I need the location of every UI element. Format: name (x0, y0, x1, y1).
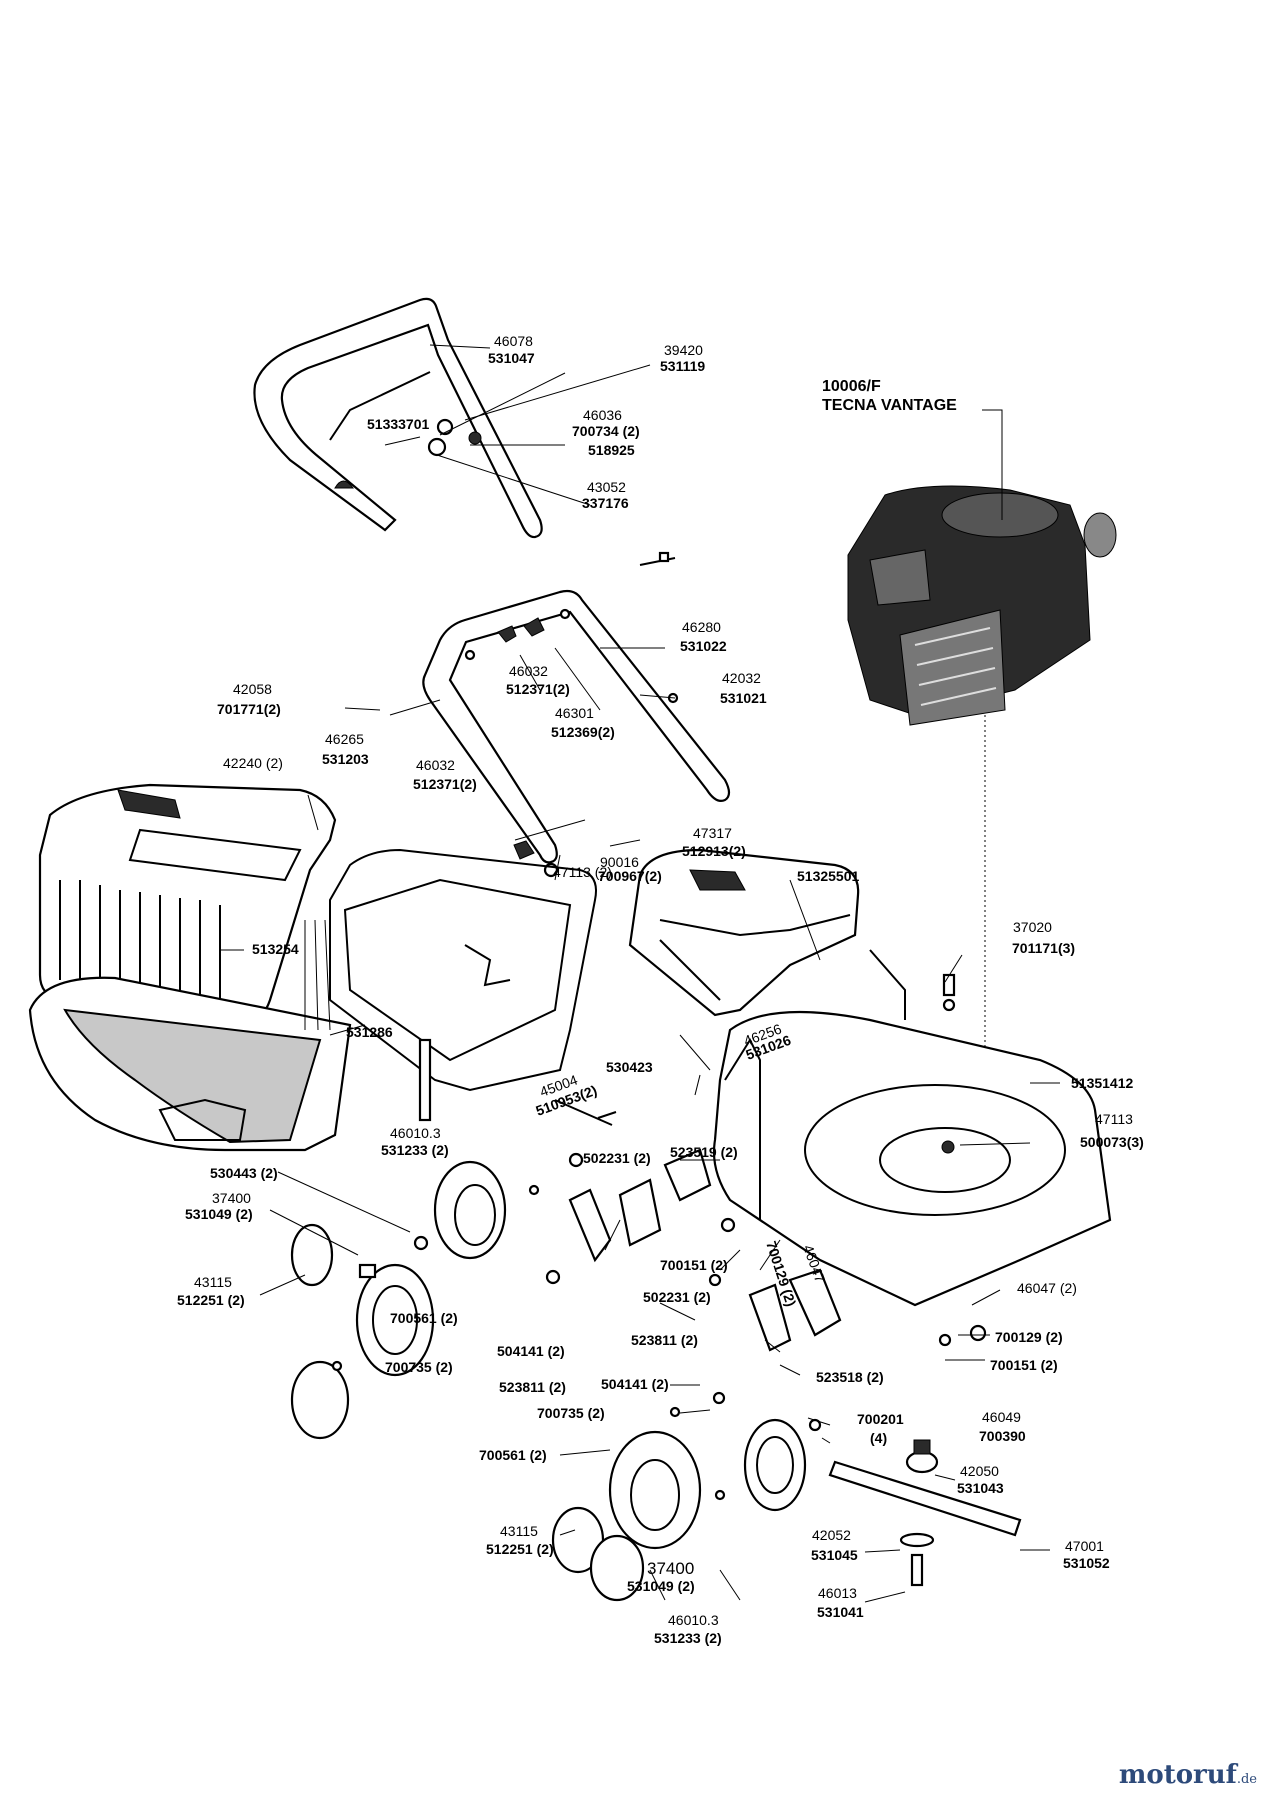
label-42240: 42240 (2) (223, 755, 283, 771)
label-42050: 42050 (960, 1463, 999, 1479)
label-700201: 700201 (857, 1411, 904, 1427)
label-46265: 46265 (325, 731, 364, 747)
upper-handle-drawing (253, 297, 543, 539)
label-531043: 531043 (957, 1480, 1004, 1496)
label-37020: 37020 (1013, 919, 1052, 935)
label-42052: 42052 (812, 1527, 851, 1543)
label-531047: 531047 (488, 350, 535, 366)
label-523811b: 523811 (2) (499, 1379, 566, 1395)
label-523519: 523519 (2) (670, 1144, 738, 1160)
label-51325501: 51325501 (797, 868, 860, 884)
label-46013: 46013 (818, 1585, 857, 1601)
label-700151a: 700151 (2) (660, 1257, 728, 1273)
engine-name: TECNA VANTAGE (822, 397, 957, 414)
label-504141a: 504141 (2) (497, 1343, 565, 1359)
label-500073: 500073(3) (1080, 1134, 1144, 1150)
grassbox-frame-drawing (329, 848, 597, 1122)
label-523811a: 523811 (2) (631, 1332, 698, 1348)
label-512913: 512913(2) (682, 843, 746, 859)
engine-drawing (847, 485, 1117, 1120)
label-51333701: 51333701 (367, 416, 430, 432)
label-46280: 46280 (682, 619, 721, 635)
watermark-logo: motoruf.de (1119, 1760, 1257, 1790)
label-700151b: 700151 (2) (990, 1357, 1058, 1373)
label-518925: 518925 (588, 442, 635, 458)
label-46010a: 46010.3 (390, 1125, 441, 1141)
height-adjusters-drawing (568, 1148, 842, 1352)
label-513254: 513254 (252, 941, 299, 957)
label-701171: 701171(3) (1012, 940, 1075, 956)
label-700735b: 700735 (2) (537, 1405, 605, 1421)
label-47113a: 47113 (2) (553, 864, 612, 880)
label-42058: 42058 (233, 681, 272, 697)
label-39420: 39420 (664, 342, 703, 358)
label-531119: 531119 (660, 358, 705, 374)
label-523518: 523518 (2) (816, 1369, 884, 1385)
label-531022: 531022 (680, 638, 727, 654)
label-504141b: 504141 (2) (601, 1376, 669, 1392)
label-47113b: 47113 (1095, 1111, 1133, 1127)
blade-drawing (828, 1439, 1022, 1587)
label-512251a: 512251 (2) (177, 1292, 245, 1308)
deck-drawing (712, 949, 1112, 1307)
label-43115a: 43115 (194, 1274, 232, 1290)
label-700735a: 700735 (2) (385, 1359, 453, 1375)
label-47317: 47317 (693, 825, 732, 841)
label-531052: 531052 (1063, 1555, 1110, 1571)
watermark-tld: .de (1236, 1772, 1257, 1787)
label-512371a: 512371(2) (506, 681, 570, 697)
label-337176: 337176 (582, 495, 629, 511)
label-42032: 42032 (722, 670, 761, 686)
rear-wheels-drawing (290, 1160, 507, 1440)
grassbag-drawing (28, 919, 352, 1152)
label-700390: 700390 (979, 1428, 1026, 1444)
label-700201-qty: (4) (870, 1430, 887, 1446)
watermark-name: motoruf (1118, 1760, 1237, 1790)
label-46036: 46036 (583, 407, 622, 423)
label-700734: 700734 (2) (572, 423, 640, 439)
label-700129b: 700129 (2) (995, 1329, 1063, 1345)
engine-code: 10006/F (822, 378, 881, 395)
label-46047b: 46047 (2) (1017, 1280, 1077, 1296)
label-531233b: 531233 (2) (654, 1630, 722, 1646)
label-512371b: 512371(2) (413, 776, 477, 792)
label-46032a: 46032 (509, 663, 548, 679)
label-502231b: 502231 (2) (643, 1289, 711, 1305)
label-700561b: 700561 (2) (479, 1447, 547, 1463)
label-47001: 47001 (1065, 1538, 1104, 1554)
label-37400b: 37400 (647, 1559, 694, 1578)
label-531041: 531041 (817, 1604, 864, 1620)
label-701771: 701771(2) (217, 701, 281, 717)
label-531233a: 531233 (2) (381, 1142, 449, 1158)
label-700967: 700967(2) (598, 868, 662, 884)
small-parts-drawing (331, 437, 987, 1501)
label-46301: 46301 (555, 705, 594, 721)
label-512369: 512369(2) (551, 724, 615, 740)
label-530423: 530423 (606, 1059, 653, 1075)
label-531045: 531045 (811, 1547, 858, 1563)
label-530443: 530443 (2) (210, 1165, 278, 1181)
label-51351412: 51351412 (1071, 1075, 1134, 1091)
label-46032b: 46032 (416, 757, 455, 773)
label-531203: 531203 (322, 751, 369, 767)
label-90016: 90016 (600, 854, 639, 870)
label-46049: 46049 (982, 1409, 1021, 1425)
label-43052: 43052 (587, 479, 626, 495)
label-531049a: 531049 (2) (185, 1206, 253, 1222)
label-502231a: 502231 (2) (583, 1150, 651, 1166)
label-43115b: 43115 (500, 1523, 538, 1539)
label-531286: 531286 (346, 1024, 393, 1040)
label-46078: 46078 (494, 333, 533, 349)
part-labels: 46078 531047 39420 531119 51333701 46036… (177, 333, 1144, 1646)
label-37400a: 37400 (212, 1190, 251, 1206)
rear-flap-drawing (628, 848, 860, 1017)
label-46010b: 46010.3 (668, 1612, 719, 1628)
leader-lines (220, 344, 1060, 1603)
label-700561a: 700561 (2) (390, 1310, 458, 1326)
label-531049b: 531049 (2) (627, 1578, 695, 1594)
label-531021: 531021 (720, 690, 767, 706)
label-512251b: 512251 (2) (486, 1541, 554, 1557)
front-wheels-drawing (551, 1418, 807, 1602)
